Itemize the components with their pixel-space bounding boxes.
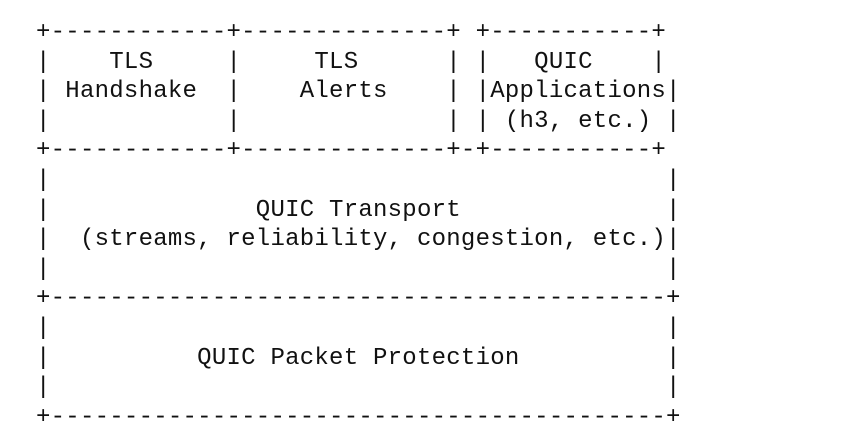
diagram-line: +---------------------------------------… <box>36 285 681 313</box>
diagram-line: +---------------------------------------… <box>36 403 681 431</box>
diagram-line: +------------+--------------+-+---------… <box>36 137 667 165</box>
diagram-line: | Handshake | Alerts | |Applications| <box>36 78 681 106</box>
diagram-line: | QUIC Transport | <box>36 196 681 224</box>
diagram-line: | | <box>36 166 681 194</box>
diagram-line: | | <box>36 374 681 402</box>
diagram-line: | QUIC Packet Protection | <box>36 344 681 372</box>
diagram-line: +------------+--------------+ +---------… <box>36 19 667 46</box>
diagram-line: | | <box>36 314 681 342</box>
diagram-line: | TLS | TLS | | QUIC | <box>36 48 667 76</box>
quic-layer-diagram: +------------+--------------+ +---------… <box>36 18 681 432</box>
diagram-line: | | <box>36 255 681 283</box>
diagram-line: | (streams, reliability, congestion, etc… <box>36 226 681 254</box>
diagram-line: | | | | (h3, etc.) | <box>36 107 681 135</box>
